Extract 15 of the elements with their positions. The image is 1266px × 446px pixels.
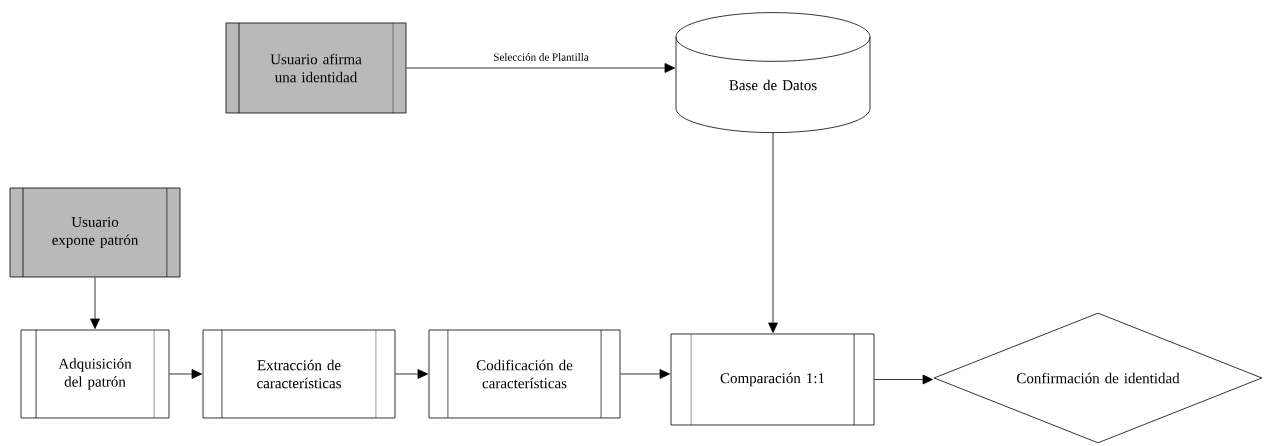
process-box: Codificación de características <box>428 329 621 419</box>
arrow <box>406 63 676 73</box>
arrow <box>169 369 203 379</box>
process-box: Usuario expone patrón <box>9 187 181 278</box>
process-box: Usuario afirma una identidad <box>225 22 407 114</box>
arrow <box>395 369 429 379</box>
process-box: Adquisición del patrón <box>20 329 170 419</box>
arrow <box>874 374 934 385</box>
arrow <box>768 132 778 333</box>
database-cylinder: Base de Datos <box>675 12 871 133</box>
process-box: Extracción de características <box>202 329 396 419</box>
arrow <box>620 369 671 379</box>
process-box: Comparación 1:1 <box>670 333 875 426</box>
edge-label: Selección de Plantilla <box>492 52 590 62</box>
arrow <box>90 277 100 329</box>
